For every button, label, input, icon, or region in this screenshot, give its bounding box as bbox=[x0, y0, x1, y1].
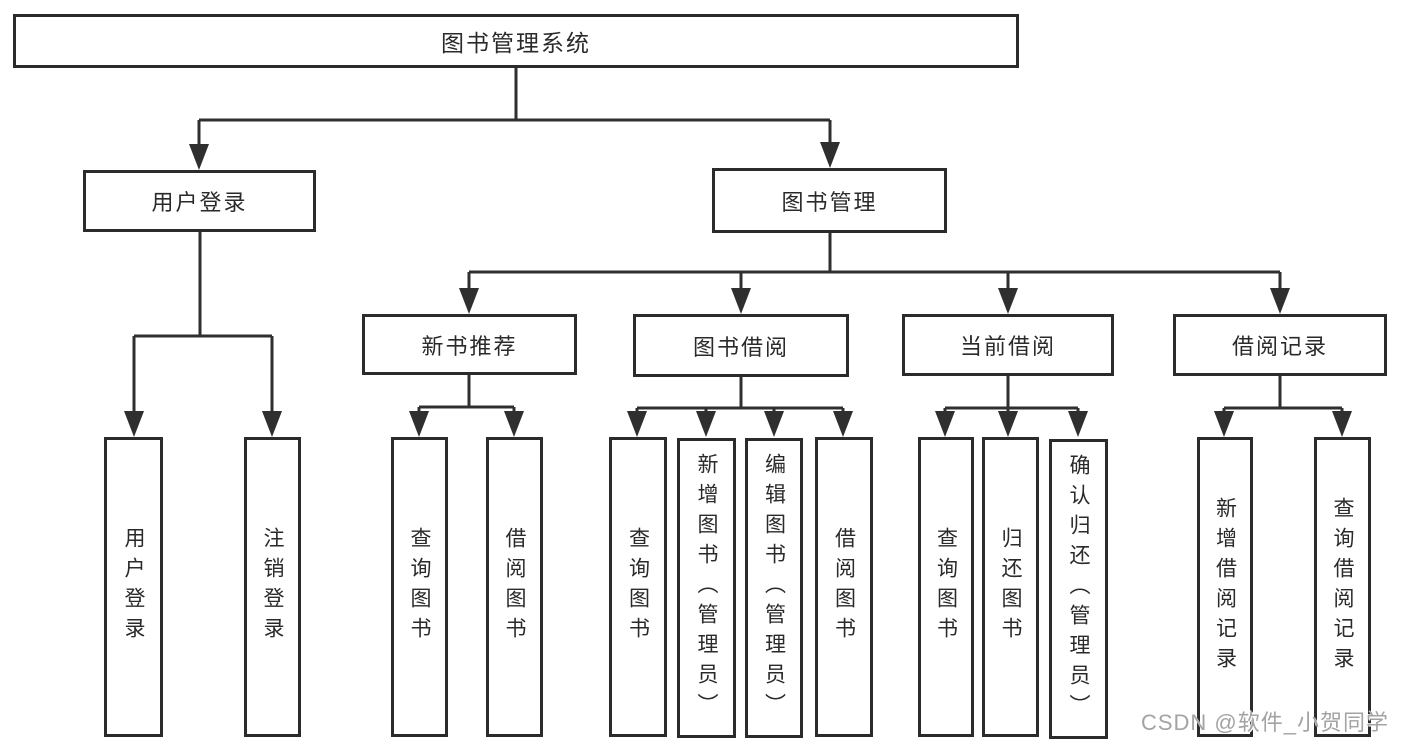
leaf-borrow-books-borrowing: 借阅图书 bbox=[815, 437, 873, 737]
csdn-watermark: CSDN @软件_小贺同学 bbox=[1140, 710, 1389, 735]
connector-borrowing-records-children bbox=[1222, 376, 1344, 414]
leaf-logout: 注销登录 bbox=[244, 437, 301, 737]
leaf-edit-book-admin: 编辑图书（管理员） bbox=[745, 438, 803, 738]
connector-current-borrowing-children bbox=[943, 376, 1080, 414]
node-label: 图书管理 bbox=[781, 189, 878, 215]
node-label: 借阅记录 bbox=[1231, 334, 1328, 359]
leaf-add-book-admin: 新增图书（管理员） bbox=[677, 438, 736, 738]
leaf-label: 新增借阅记录 bbox=[1213, 497, 1237, 677]
node-new-book-recommendation: 新书推荐 bbox=[362, 314, 577, 375]
leaf-add-borrow-record: 新增借阅记录 bbox=[1197, 437, 1253, 737]
leaf-query-books-borrowing: 查询图书 bbox=[609, 437, 667, 737]
node-current-borrowing: 当前借阅 bbox=[902, 314, 1114, 376]
connector-user-login-children bbox=[132, 232, 274, 414]
leaf-label: 查询图书 bbox=[934, 527, 958, 647]
node-book-borrowing: 图书借阅 bbox=[633, 314, 849, 377]
node-label: 当前借阅 bbox=[959, 334, 1056, 359]
leaf-label: 用户登录 bbox=[122, 527, 145, 647]
leaf-label: 注销登录 bbox=[261, 527, 284, 647]
node-label: 新书推荐 bbox=[421, 333, 518, 359]
connector-book-borrowing-children bbox=[635, 377, 845, 414]
leaf-label: 查询图书 bbox=[626, 527, 650, 647]
node-borrowing-records: 借阅记录 bbox=[1173, 314, 1387, 376]
node-label: 图书管理系统 bbox=[441, 30, 591, 56]
arrowheads bbox=[124, 142, 1352, 437]
leaf-return-books: 归还图书 bbox=[982, 437, 1039, 737]
leaf-label: 借阅图书 bbox=[503, 527, 526, 647]
leaf-label: 新增图书（管理员） bbox=[695, 453, 718, 723]
node-library-management-system: 图书管理系统 bbox=[13, 14, 1019, 68]
connector-book-management-sections bbox=[467, 233, 1282, 291]
node-user-login-branch: 用户登录 bbox=[83, 170, 316, 232]
leaf-confirm-return-admin: 确认归还（管理员） bbox=[1049, 439, 1108, 739]
leaf-query-books-recommend: 查询图书 bbox=[391, 437, 448, 737]
leaf-borrow-books-recommend: 借阅图书 bbox=[486, 437, 543, 737]
node-label: 用户登录 bbox=[151, 190, 248, 215]
node-book-management-branch: 图书管理 bbox=[712, 168, 947, 233]
leaf-user-login: 用户登录 bbox=[104, 437, 163, 737]
leaf-query-books-current: 查询图书 bbox=[918, 437, 974, 737]
connector-root-branches bbox=[197, 68, 832, 147]
leaf-label: 查询借阅记录 bbox=[1331, 497, 1354, 677]
leaf-label: 借阅图书 bbox=[832, 527, 856, 647]
leaf-label: 编辑图书（管理员） bbox=[762, 453, 786, 723]
leaf-query-borrow-record: 查询借阅记录 bbox=[1314, 437, 1371, 737]
connector-new-book-children bbox=[417, 375, 516, 414]
leaf-label: 查询图书 bbox=[408, 527, 431, 647]
leaf-label: 确认归还（管理员） bbox=[1067, 454, 1090, 724]
node-label: 图书借阅 bbox=[692, 334, 789, 360]
leaf-label: 归还图书 bbox=[999, 527, 1022, 647]
